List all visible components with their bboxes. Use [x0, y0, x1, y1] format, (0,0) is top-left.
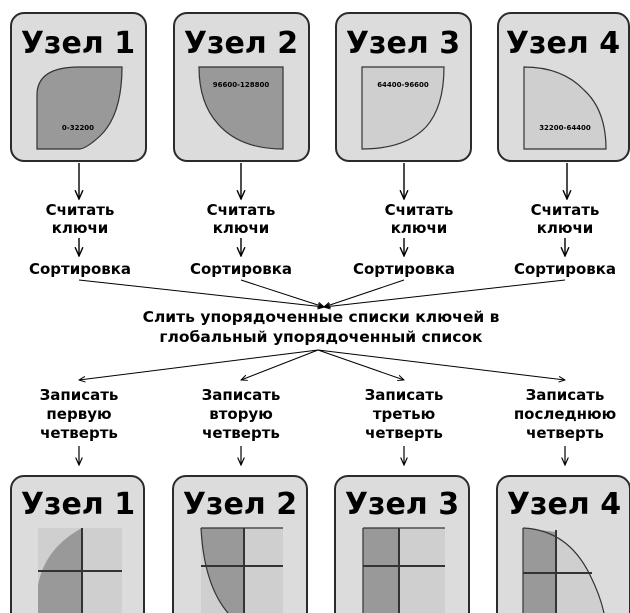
- arrow: [317, 349, 565, 380]
- key-range-label: 96600-128800: [213, 81, 270, 89]
- arrows-to-read: [79, 163, 567, 199]
- read-keys-steps: Считать ключи Считать ключи Считать ключ…: [46, 201, 600, 237]
- data-partition-shape: [36, 66, 123, 150]
- write-label-2-line1: Записать: [202, 386, 281, 404]
- merge-label-line1: Слить упорядоченные списки ключей в: [143, 308, 500, 326]
- top-node-3: Узел 3 64400-96600: [335, 12, 472, 162]
- sorted-quarter-shape: [522, 527, 605, 613]
- arrows-to-sort: [79, 238, 565, 256]
- write-label-2-line3: четверть: [202, 424, 280, 442]
- arrow: [324, 279, 405, 307]
- sort-label-1: Сортировка: [29, 260, 131, 278]
- arrow: [240, 279, 324, 307]
- node-title: Узел 1: [21, 487, 135, 522]
- write-label-3-line2: третью: [373, 405, 435, 423]
- data-partition-shape: [523, 66, 607, 150]
- arrow: [241, 349, 319, 380]
- node-title: Узел 2: [183, 487, 297, 522]
- read-keys-label-1: Считать: [46, 201, 115, 219]
- data-partition-shape: [361, 66, 445, 150]
- sorted-quarter-shape: [362, 527, 445, 613]
- node-title: Узел 2: [184, 26, 298, 61]
- sorted-quarter-shape: [200, 527, 283, 613]
- node-title: Узел 3: [346, 26, 460, 61]
- arrow: [79, 349, 319, 380]
- arrows-to-write: [79, 349, 565, 380]
- node-title: Узел 1: [21, 26, 135, 61]
- merge-label-line2: глобальный упорядоченный список: [159, 328, 483, 346]
- write-label-4-line1: Записать: [526, 386, 605, 404]
- write-label-4-line2: последнюю: [514, 405, 616, 423]
- arrow: [324, 279, 566, 307]
- bottom-node-1: Узел 1: [10, 475, 145, 613]
- bottom-node-3: Узел 3: [334, 475, 470, 613]
- write-label-1-line2: первую: [46, 405, 111, 423]
- write-label-1-line1: Записать: [40, 386, 119, 404]
- read-keys-label-2: Считать: [207, 201, 276, 219]
- data-partition-shape: [198, 66, 284, 150]
- sorted-quarter-shape: [38, 528, 122, 613]
- write-steps: Записать первую четверть Записать вторую…: [40, 386, 617, 442]
- read-keys-label-3: Считать: [385, 201, 454, 219]
- arrow: [78, 279, 324, 307]
- top-node-1: Узел 1 0-32200: [10, 12, 147, 162]
- sort-label-4: Сортировка: [514, 260, 616, 278]
- sort-steps: Сортировка Сортировка Сортировка Сортиро…: [29, 260, 616, 278]
- key-range-label: 0-32200: [62, 124, 94, 132]
- merge-step: Слить упорядоченные списки ключей в глоб…: [143, 308, 500, 346]
- read-keys-label-3b: ключи: [391, 219, 448, 237]
- arrows-to-merge: [78, 279, 566, 307]
- read-keys-label-4: Считать: [531, 201, 600, 219]
- arrow: [317, 349, 404, 380]
- bottom-node-4: Узел 4: [496, 475, 630, 613]
- bottom-node-2: Узел 2: [172, 475, 308, 613]
- write-label-1-line3: четверть: [40, 424, 118, 442]
- write-label-3-line3: четверть: [365, 424, 443, 442]
- top-node-2: Узел 2 96600-128800: [173, 12, 310, 162]
- sort-label-3: Сортировка: [353, 260, 455, 278]
- write-label-4-line3: четверть: [526, 424, 604, 442]
- write-label-3-line1: Записать: [365, 386, 444, 404]
- read-keys-label-4b: ключи: [537, 219, 594, 237]
- sort-label-2: Сортировка: [190, 260, 292, 278]
- read-keys-label-1b: ключи: [52, 219, 109, 237]
- key-range-label: 32200-64400: [539, 124, 591, 132]
- arrows-to-bottom: [79, 446, 565, 465]
- node-title: Узел 4: [507, 487, 621, 522]
- node-title: Узел 4: [506, 26, 620, 61]
- node-title: Узел 3: [345, 487, 459, 522]
- write-label-2-line2: вторую: [209, 405, 273, 423]
- key-range-label: 64400-96600: [377, 81, 429, 89]
- read-keys-label-2b: ключи: [213, 219, 270, 237]
- top-node-4: Узел 4 32200-64400: [497, 12, 630, 162]
